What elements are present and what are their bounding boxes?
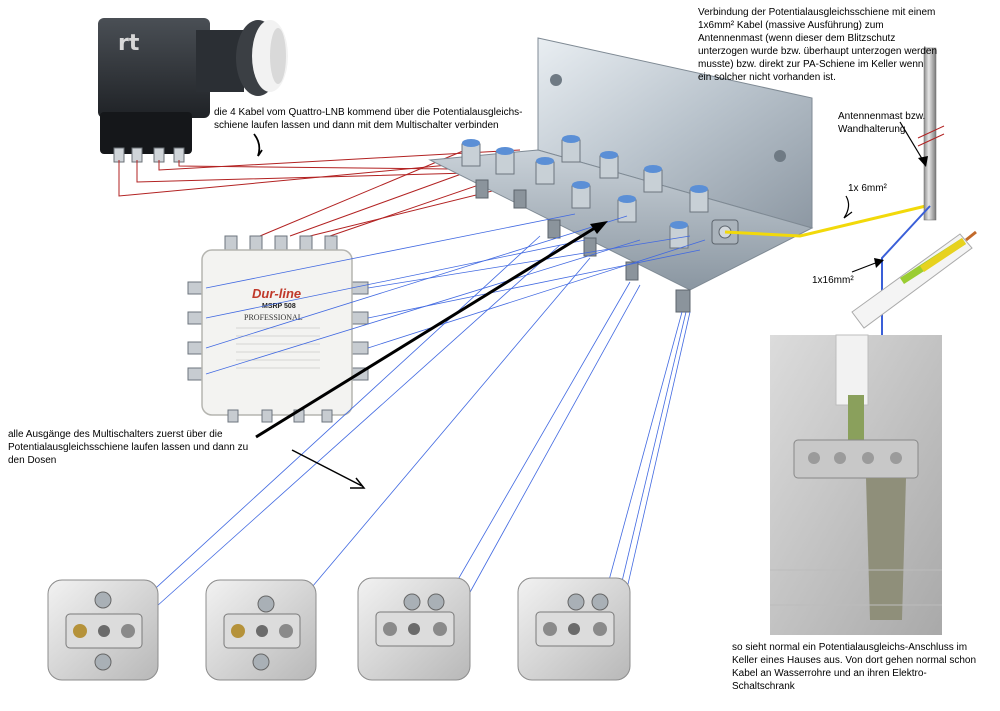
lnb-cable-note: die 4 Kabel vom Quattro-LNB kommend über… xyxy=(214,107,523,131)
cable-6mm-label: 1x 6mm² xyxy=(848,183,887,194)
multiswitch-series: PROFESSIONAL xyxy=(244,313,303,322)
socket-3 xyxy=(357,577,471,681)
annotation-arrows xyxy=(253,121,928,489)
cellar-note: so sieht normal ein Potentialausgleichs-… xyxy=(732,642,977,692)
multiswitch-brand: Dur-line xyxy=(252,286,301,301)
cellar-photo xyxy=(770,334,942,635)
cable-6mm xyxy=(724,203,931,238)
lnb-logo: rt xyxy=(118,31,140,56)
quattro-lnb: rt xyxy=(98,18,288,163)
antenna-mast xyxy=(917,47,945,221)
pa-connection-note: Verbindung der Potentialausgleichsschien… xyxy=(698,7,938,83)
multiswitch-output-note: alle Ausgänge des Multischalters zuerst … xyxy=(8,429,249,466)
potential-equalization-bar xyxy=(428,37,814,313)
socket-1 xyxy=(47,579,159,681)
multiswitch: Dur-line MSRP 508 PROFESSIONAL xyxy=(187,235,369,423)
socket-2 xyxy=(205,579,317,681)
socket-4 xyxy=(517,577,631,681)
mast-label: Antennenmast bzw. Wandhalterung xyxy=(838,111,926,135)
cable-16mm-label: 1x16mm² xyxy=(812,275,854,286)
bar-to-socket-cables xyxy=(109,235,691,633)
earth-cable-photo xyxy=(851,230,977,329)
multiswitch-model: MSRP 508 xyxy=(262,303,296,310)
